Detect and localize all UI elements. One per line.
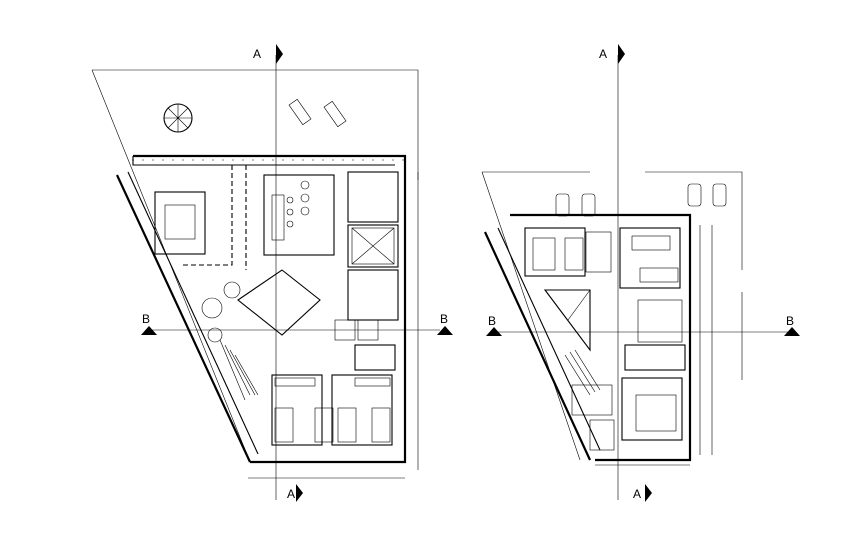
dimension-lines (699, 225, 743, 455)
plant (223, 281, 241, 299)
master-bedroom (621, 377, 683, 441)
bed-5 (371, 407, 391, 443)
diagonal-wall (116, 174, 251, 463)
site-boundary (92, 69, 419, 180)
section-a-top-label: A (253, 47, 261, 61)
room-1 (347, 224, 399, 268)
master-bed (635, 394, 677, 432)
section-a-top-arrow (618, 44, 625, 64)
laundry (354, 344, 396, 371)
closet-2 (354, 377, 391, 387)
bed-2 (274, 407, 294, 443)
dining-room (263, 174, 335, 256)
dining-table (271, 194, 285, 241)
section-a-top-arrow (276, 44, 283, 64)
section-a-top-label: A (599, 47, 607, 61)
site-boundary (481, 171, 590, 461)
bed-1-cross (351, 227, 395, 265)
site-boundary-right (645, 171, 743, 270)
section-b-left-label: B (142, 312, 150, 326)
bath-b (637, 299, 683, 343)
kitchen (347, 171, 399, 223)
boundary-wall (132, 156, 395, 166)
stool (300, 180, 310, 190)
lounger-2 (323, 100, 347, 128)
car-1 (555, 193, 570, 217)
car-4 (712, 183, 727, 207)
diagonal-wall-inner (127, 171, 259, 455)
stair-hall (237, 269, 321, 336)
section-b-left-arrow (141, 326, 157, 335)
chair (286, 196, 294, 204)
outer-wall (510, 213, 692, 462)
plant (207, 327, 223, 343)
room-2 (347, 269, 399, 321)
plant (201, 297, 223, 319)
bedroom-a (524, 227, 586, 277)
section-a-bottom-arrow (296, 484, 303, 502)
bed-3 (314, 407, 334, 443)
outer-wall (133, 154, 407, 464)
lounger-1 (288, 98, 312, 126)
right-floor-plan: A A B B (481, 44, 800, 502)
section-b-right-arrow (784, 327, 800, 336)
patio-dashed-edge (180, 165, 233, 266)
closet-1 (274, 377, 316, 387)
section-b-left-arrow (486, 327, 502, 336)
chair (286, 220, 294, 228)
umbrella-spokes (164, 104, 192, 132)
bedroom-right (331, 374, 393, 446)
closet-c (589, 419, 615, 451)
courtyard-planter (154, 191, 206, 255)
section-b-right-arrow (437, 326, 453, 335)
bed-a1 (532, 237, 556, 271)
section-a-bottom-label: A (287, 487, 295, 501)
section-b-right-label: B (440, 312, 448, 326)
diagonal-wall (484, 231, 591, 461)
section-b-left-label: B (488, 314, 496, 328)
stair-rail (219, 339, 246, 401)
bed-b2 (639, 267, 679, 283)
section-a-bottom-arrow (645, 484, 652, 502)
bedroom-b (619, 227, 681, 289)
bedroom-left (271, 374, 323, 446)
void-cross (544, 289, 591, 351)
bed-a2 (564, 237, 584, 271)
bath-c (571, 384, 613, 416)
stool (300, 206, 310, 216)
courtyard-fill (164, 204, 196, 240)
bed-b1 (631, 235, 671, 251)
diagonal-wall-inner (497, 227, 601, 451)
stair-treads (224, 344, 259, 396)
stool (300, 193, 310, 203)
dimension-lines (248, 172, 419, 479)
car-2 (581, 193, 596, 217)
stair-treads (564, 349, 601, 396)
bed-1 (351, 227, 395, 265)
bath-a (585, 231, 612, 273)
hall (624, 344, 686, 371)
car-3 (687, 183, 702, 207)
section-b-right-label: B (786, 314, 794, 328)
bed-4 (337, 407, 357, 443)
left-floor-plan: A A B B (91, 44, 453, 502)
chair (286, 208, 294, 216)
section-a-bottom-label: A (633, 487, 641, 501)
